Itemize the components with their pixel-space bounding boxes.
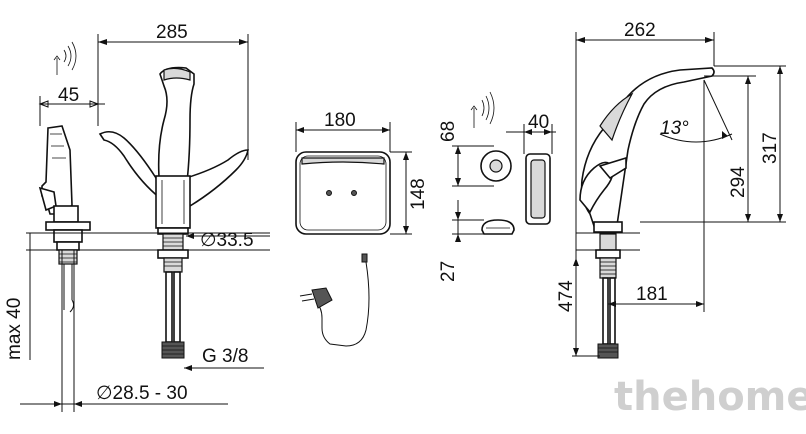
dim-spout-angle: 13° xyxy=(660,118,689,139)
dim-total-height: 317 xyxy=(760,132,781,164)
wireless-signal-icon xyxy=(53,41,77,75)
sensor-eye-left xyxy=(326,190,332,196)
dim-hose-length: 474 xyxy=(556,280,577,312)
faucet-lever-left xyxy=(98,130,162,200)
faucet-lever-right xyxy=(185,149,249,208)
dim-sensor-width: 180 xyxy=(324,110,356,131)
dim-thread: G 3/8 xyxy=(202,346,248,367)
sensor-plate xyxy=(295,151,391,235)
dim-reach: 181 xyxy=(636,284,668,305)
dim-base-diameter: ∅33.5 xyxy=(200,230,254,251)
dim-spout-height: 294 xyxy=(728,166,749,198)
dim-hole-diameter: ∅28.5 - 30 xyxy=(96,383,188,404)
wireless-signal-icon xyxy=(470,91,495,128)
dim-receiver-depth: 40 xyxy=(528,112,549,133)
watermark: thehome xyxy=(614,374,806,420)
dim-counter-thickness: max 40 xyxy=(4,298,25,360)
power-adapter-icon xyxy=(299,253,370,347)
sensor-eye-right xyxy=(351,190,357,196)
sensor-module-view: 180 148 xyxy=(295,110,429,235)
dim-receiver-bottom: 27 xyxy=(438,261,459,282)
faucet-side-view: 262 13° 294 xyxy=(556,20,786,359)
faucet-thread xyxy=(157,233,189,273)
dim-sensor-height: 148 xyxy=(408,178,429,210)
faucet-front-view: 285 ∅33.5 xyxy=(20,22,270,407)
receiver-cap xyxy=(481,219,515,235)
dim-spray-width: 45 xyxy=(58,85,79,106)
dim-receiver-height: 68 xyxy=(438,121,459,142)
receiver-view: 68 27 40 xyxy=(438,91,556,282)
faucet-spout-side xyxy=(580,67,715,233)
dim-width-total: 285 xyxy=(156,22,188,43)
dim-side-width: 262 xyxy=(624,20,656,41)
hand-spray-view: 45 max 40 xyxy=(4,41,105,412)
